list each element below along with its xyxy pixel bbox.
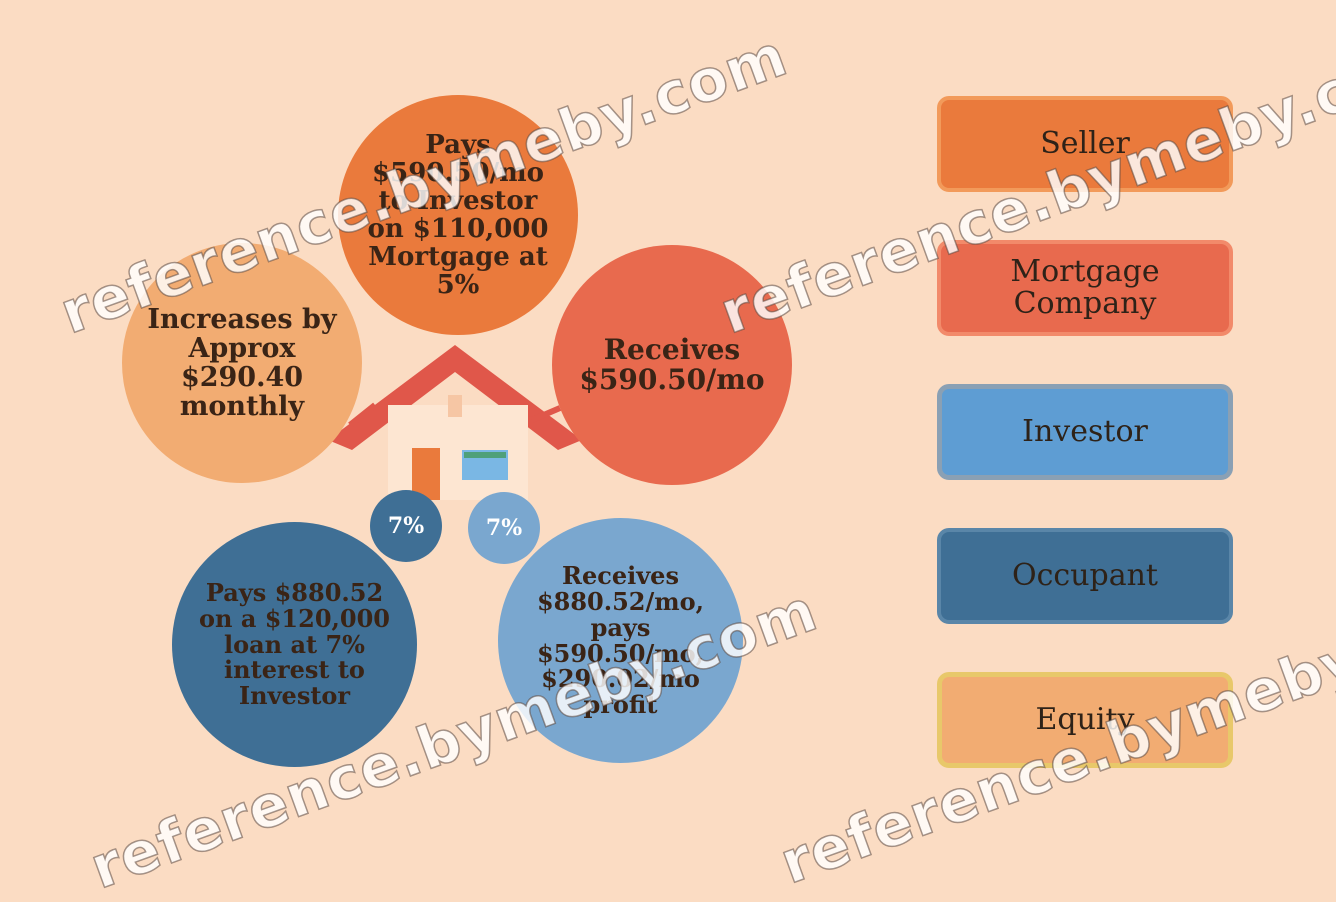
legend-investor-label: Investor — [1022, 413, 1148, 449]
rate-badge-right-text: 7% — [485, 515, 523, 541]
rate-badge-left-text: 7% — [387, 513, 425, 539]
pays-880-circle: Pays $880.52 on a $120,000 loan at 7% in… — [172, 522, 417, 767]
legend-mortgage-company-label: Mortgage Company — [1010, 253, 1160, 321]
increases-circle: Increases by Approx $290.40 monthly — [122, 243, 362, 483]
legend-equity-label: Equity — [1035, 701, 1135, 737]
increases-text: Increases by Approx $290.40 monthly — [147, 303, 337, 423]
legend-seller-label: Seller — [1040, 125, 1130, 161]
legend-mortgage-company: Mortgage Company — [937, 240, 1233, 336]
pays-880-text: Pays $880.52 on a $120,000 loan at 7% in… — [199, 577, 390, 711]
legend-investor: Investor — [937, 384, 1233, 480]
legend-occupant: Occupant — [937, 528, 1233, 624]
receives-590-circle: Receives $590.50/mo — [552, 245, 792, 485]
rate-badge-right: 7% — [468, 492, 540, 564]
legend-occupant-label: Occupant — [1012, 557, 1158, 593]
house-icon — [328, 345, 582, 500]
legend-seller: Seller — [937, 96, 1233, 192]
rate-badge-left: 7% — [370, 490, 442, 562]
pays-investor-text: Pays $590.50/mo to Investor on $110,000 … — [367, 129, 549, 301]
pays-investor-circle: Pays $590.50/mo to Investor on $110,000 … — [338, 95, 578, 335]
receives-590-text: Receives $590.50/mo — [579, 332, 765, 396]
legend-equity: Equity — [937, 672, 1233, 768]
receives-880-text: Receives $880.52/mo, pays $590.50/mo, $2… — [536, 560, 705, 720]
receives-880-circle: Receives $880.52/mo, pays $590.50/mo, $2… — [498, 518, 743, 763]
